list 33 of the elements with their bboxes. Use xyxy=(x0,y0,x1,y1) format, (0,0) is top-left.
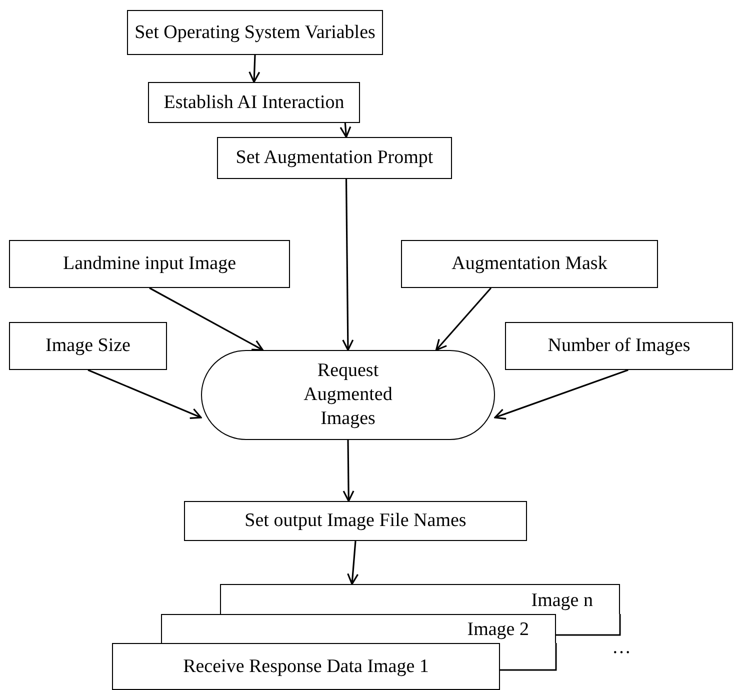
arrow xyxy=(347,540,359,585)
node-label: Image n xyxy=(531,588,593,612)
node-label: Augmentation Mask xyxy=(452,252,608,276)
node-label: Receive Response Data Image 1 xyxy=(183,654,429,678)
arrow xyxy=(435,287,492,351)
node-label: Set output Image File Names xyxy=(244,509,466,533)
process-box xyxy=(148,82,360,123)
process-box xyxy=(161,614,556,643)
process-box xyxy=(217,137,452,179)
node-label: Request Augmented Images xyxy=(302,359,394,431)
node-label: Number of Images xyxy=(548,334,690,358)
node-label: Image Size xyxy=(46,334,130,358)
process-box xyxy=(9,240,290,288)
process-box xyxy=(401,240,658,288)
process-box xyxy=(127,10,383,55)
process-box xyxy=(505,322,733,370)
arrow xyxy=(342,179,354,351)
process-box xyxy=(220,584,620,614)
arrow xyxy=(342,440,354,502)
process-box xyxy=(9,322,167,370)
ellipsis-note: … xyxy=(612,638,631,657)
node-label: Landmine input Image xyxy=(62,252,236,276)
arrow xyxy=(494,369,628,420)
node-label: Establish AI Interaction xyxy=(164,90,344,114)
arrow xyxy=(248,54,260,83)
arrow xyxy=(340,122,352,138)
node-label: Set Operating System Variables xyxy=(134,20,376,44)
arrow xyxy=(149,287,264,351)
process-box xyxy=(184,501,527,541)
process-box xyxy=(112,643,500,690)
node-label: Image 2 xyxy=(467,618,529,642)
node-label: Set Augmentation Prompt xyxy=(236,146,434,170)
arrow xyxy=(88,369,202,420)
